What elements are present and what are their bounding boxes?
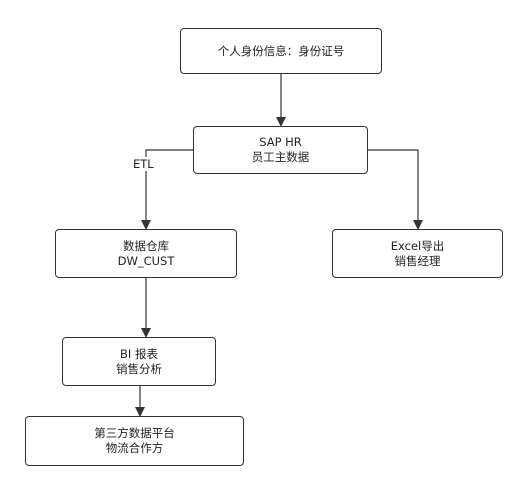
node-identity-info-label: 个人身份信息：身份证号 bbox=[217, 43, 345, 58]
node-sap-hr-subtitle: 员工主数据 bbox=[251, 150, 310, 164]
node-third-party-platform-subtitle: 物流合作方 bbox=[105, 441, 164, 455]
node-identity-info[interactable]: 个人身份信息：身份证号 bbox=[180, 28, 382, 74]
edge-sap-hr-to-excel bbox=[368, 149, 423, 230]
node-sap-hr-title: SAP HR bbox=[259, 135, 302, 149]
node-data-warehouse-subtitle: DW_CUST bbox=[117, 253, 175, 268]
node-bi-report[interactable]: BI 报表 销售分析 bbox=[62, 337, 216, 386]
node-data-warehouse-title: 数据仓库 bbox=[123, 238, 169, 253]
node-third-party-platform-title: 第三方数据平台 bbox=[94, 426, 175, 440]
node-excel-export-title: Excel导出 bbox=[390, 238, 445, 253]
node-sap-hr[interactable]: SAP HR 员工主数据 bbox=[193, 126, 368, 174]
node-bi-report-subtitle: 销售分析 bbox=[116, 361, 162, 376]
node-excel-export[interactable]: Excel导出 销售经理 bbox=[332, 229, 503, 278]
edge-sap-hr-to-dw bbox=[141, 149, 193, 230]
node-bi-report-title: BI 报表 bbox=[120, 346, 158, 361]
node-excel-export-subtitle: 销售经理 bbox=[394, 253, 441, 268]
node-data-warehouse[interactable]: 数据仓库 DW_CUST bbox=[55, 229, 237, 278]
node-third-party-platform[interactable]: 第三方数据平台 物流合作方 bbox=[25, 416, 244, 466]
edge-label-etl: ETL bbox=[132, 157, 155, 171]
